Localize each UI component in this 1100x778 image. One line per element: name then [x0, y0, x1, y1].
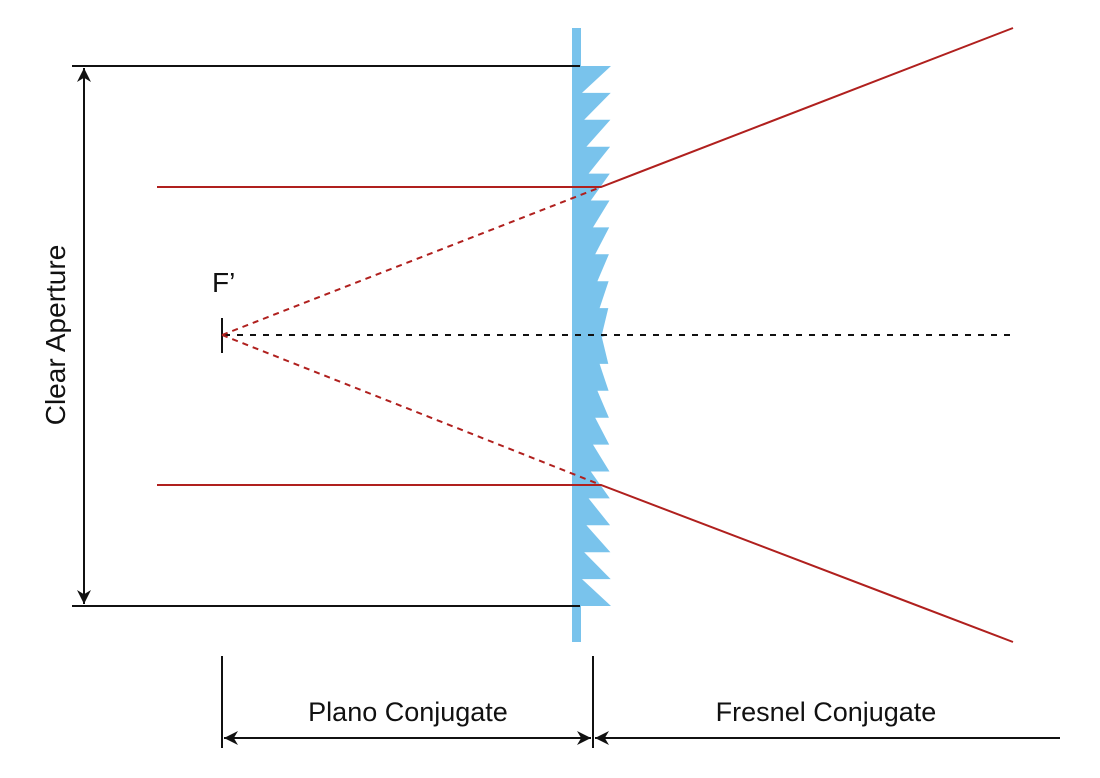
clear-aperture-label: Clear Aperture: [40, 245, 71, 426]
focal-point-label: F’: [212, 267, 235, 298]
virtual-ray-bottom: [221, 334, 602, 486]
lens-grooves: [580, 66, 611, 606]
fresnel-conjugate-label: Fresnel Conjugate: [716, 697, 937, 727]
plano-conjugate-label: Plano Conjugate: [308, 697, 508, 727]
virtual-ray-top: [221, 186, 602, 336]
ray-top: [157, 27, 1014, 188]
rays: [157, 27, 1014, 643]
